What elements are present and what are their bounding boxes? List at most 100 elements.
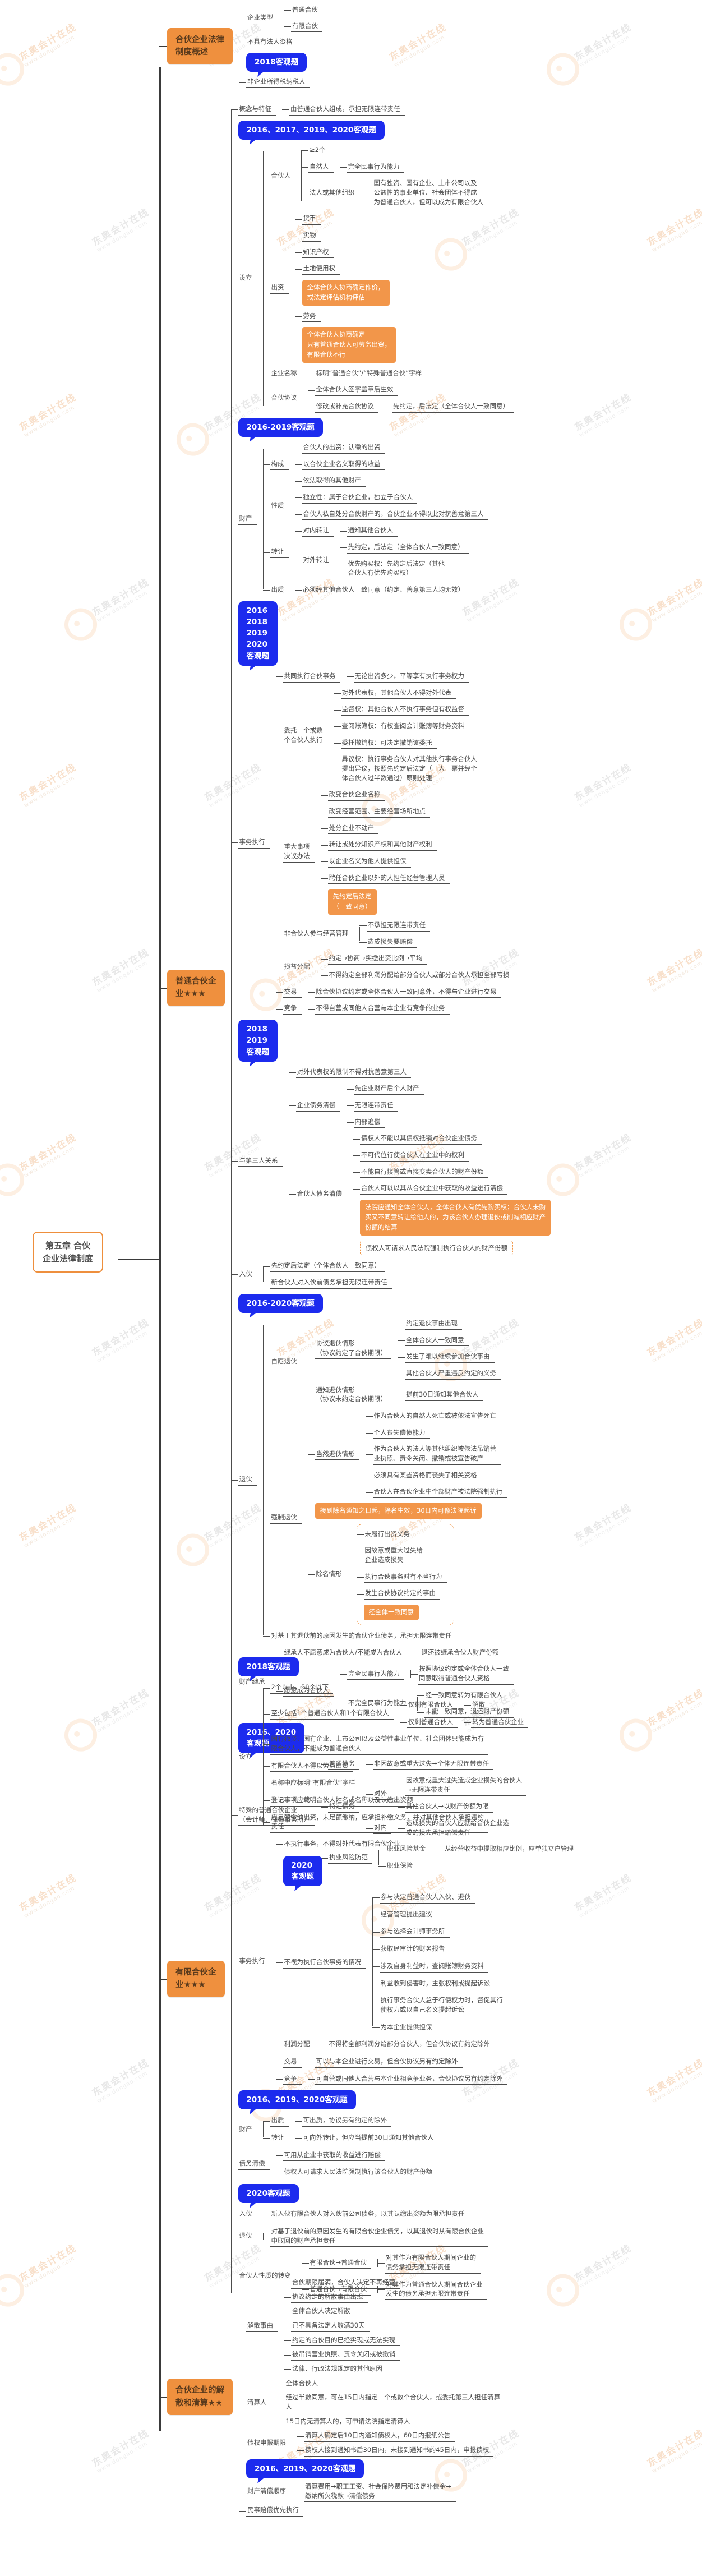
topic-node[interactable]: 约定退伙事由出现 — [405, 1318, 462, 1330]
topic-node[interactable]: 登记事项应载明合伙人姓名或名称以及认缴出资额 — [270, 1795, 418, 1807]
topic-node[interactable]: 标明“普通合伙”/“特殊普通合伙”字样 — [315, 368, 427, 380]
topic-node[interactable]: 损益分配 — [283, 961, 315, 973]
topic-node[interactable]: 对外代表权的限制不得对抗善意第三人 — [295, 1067, 411, 1079]
topic-node[interactable]: 以企业名义为他人提供担保 — [327, 856, 411, 868]
topic-node[interactable]: 除名情形 — [315, 1569, 347, 1580]
topic-node[interactable]: 共同执行合伙事务 — [283, 671, 340, 683]
topic-node[interactable]: 事务执行 — [238, 1956, 270, 1967]
topic-node[interactable]: 利益收到侵害时，主张权利或提起诉讼 — [379, 1978, 495, 1990]
topic-node[interactable]: 执行合伙事务时有不当行为 — [363, 1572, 447, 1583]
topic-node[interactable]: 全体合伙人 — [284, 2378, 322, 2390]
topic-node[interactable]: 查阅账簿权：有权查阅会计账簿等财务资料 — [340, 721, 469, 732]
topic-node[interactable]: 企业类型 — [246, 12, 278, 24]
topic-node[interactable]: 不具有法人资格 — [246, 36, 297, 49]
exam-callout[interactable]: 2016 2018 2019 2020 客观题 — [238, 601, 278, 666]
topic-node[interactable]: 转为普通合伙企业 — [471, 1717, 529, 1729]
topic-node[interactable]: 入伙 — [238, 1269, 257, 1280]
topic-node[interactable]: 从经营收益中提取相应比例，应单独立户管理 — [444, 1844, 578, 1856]
topic-node[interactable]: 涉及自身利益时，查阅账簿财务资料 — [379, 1961, 488, 1973]
topic-node[interactable]: 完全民事行为能力 — [347, 162, 404, 173]
topic-node[interactable]: 监督权：其他合伙人不执行事务但有权监督 — [340, 704, 469, 716]
topic-node[interactable]: 至少包括1个普通合伙人和1个有限合伙人 — [270, 1708, 394, 1720]
topic-node[interactable]: 财产 — [238, 2124, 257, 2136]
exam-callout[interactable]: 2018客观题 — [246, 53, 307, 72]
topic-node[interactable]: 全体合伙人签字盖章后生效 — [315, 384, 398, 397]
topic-node[interactable]: 为本企业提供担保 — [379, 2022, 437, 2034]
topic-node[interactable]: 提前30日通知其他合伙人 — [405, 1389, 483, 1401]
topic-node[interactable]: 对外 — [373, 1788, 391, 1800]
topic-node[interactable]: 独立性：属于合伙企业，独立于合伙人 — [302, 492, 417, 504]
topic-node[interactable]: 仅剩普通合伙人 — [407, 1717, 458, 1729]
topic-node[interactable]: 因故意或重大过失给 企业造成损失 — [363, 1545, 427, 1566]
topic-node[interactable]: 合伙期限届满，合伙人决定不再经营 — [291, 2277, 400, 2289]
topic-node[interactable]: 个人丧失偿债能力 — [372, 1427, 430, 1439]
topic-node[interactable]: 获取经审计的财务报告 — [379, 1943, 450, 1955]
topic-node[interactable]: 协议约定的解散事由出现 — [291, 2292, 368, 2303]
topic-node[interactable]: 合伙人的出资：认缴的出资 — [302, 442, 385, 454]
topic-node[interactable]: 对基于其退伙前的原因发生的合伙企业债务，承担无限连带责任 — [270, 1630, 456, 1642]
topic-node[interactable]: 作为合伙人的自然人死亡或被依法宣告死亡 — [372, 1411, 501, 1422]
topic-node[interactable]: 可出质，协议另有约定的除外 — [302, 2115, 391, 2127]
topic-node[interactable]: 约定的合伙目的已经实现或无法实现 — [291, 2335, 400, 2347]
topic-node[interactable]: 造成损失要赔偿 — [366, 937, 417, 948]
topic-node[interactable]: 2个以上，50个以下 — [270, 1682, 333, 1694]
topic-node[interactable]: 实物 — [302, 230, 321, 242]
topic-node[interactable]: 自然人 — [308, 162, 334, 173]
topic-node[interactable]: 入伙 — [238, 2209, 257, 2221]
topic-node[interactable]: 已不具备法定人数满30天 — [291, 2320, 370, 2332]
topic-node[interactable]: 转让或处分知识产权和其他财产权利 — [327, 839, 437, 851]
topic-node[interactable]: 对其作为有限合伙人期间企业的 债务承担无限连带责任 — [385, 2252, 481, 2274]
topic-node[interactable]: 不视为执行合伙事务的情况 — [283, 1957, 366, 1969]
exam-callout[interactable]: 2016、2019、2020客观题 — [246, 2459, 364, 2478]
topic-node[interactable]: 愿意成为合伙人 — [283, 1685, 334, 1697]
topic-node[interactable]: 未履行出资义务 — [363, 1529, 414, 1541]
topic-node[interactable]: 不执行事务，不得对外代表有限合伙企业 — [283, 1838, 405, 1850]
topic-node[interactable]: 对外转让 — [302, 555, 334, 566]
topic-node[interactable]: 清算人确定后10日内通知债权人，60日内报纸公告 — [304, 2430, 455, 2443]
topic-node[interactable]: 约定→协商→实缴出资比例→平均 — [327, 953, 427, 965]
topic-node[interactable]: 有限合伙→普通合伙 — [308, 2257, 372, 2269]
topic-node[interactable]: 企业名称 — [270, 368, 302, 380]
topic-node[interactable]: 仅剩有限合伙人 — [407, 1699, 458, 1711]
chapter-root-node[interactable]: 第五章 合伙 企业法律制度 — [33, 1232, 104, 1273]
topic-node[interactable]: 完全民事行为能力 — [347, 1669, 404, 1680]
topic-node[interactable]: 经营管理提出建议 — [379, 1909, 437, 1921]
topic-node[interactable]: 法律、行政法规规定的其他原因 — [291, 2363, 387, 2375]
topic-node[interactable]: 合伙人 — [270, 170, 295, 182]
topic-node[interactable]: 利润分配 — [283, 2039, 315, 2050]
topic-node[interactable]: 通知其他合伙人 — [347, 525, 398, 537]
topic-node[interactable]: 改变经营范围、主要经营场所地点 — [327, 806, 430, 818]
note-box[interactable]: 接到除名通知之日起，除名生效，30日内可像法院起诉 — [315, 1503, 482, 1519]
topic-node[interactable]: 不得约定全部利润分配给部分合伙人或部分合伙人承担全部亏损 — [327, 970, 514, 981]
topic-node[interactable]: 合伙人性质的转变 — [238, 2270, 295, 2283]
topic-node[interactable]: 国有独资、国有企业、上市公司以及 公益性的事业单位、社会团体不得成 为普通合伙人… — [372, 178, 488, 209]
topic-node[interactable]: 委托一个或数 个合伙人执行 — [283, 725, 327, 746]
topic-node[interactable]: 无论出资多少，平等享有执行事务权力 — [353, 671, 469, 683]
exam-callout[interactable]: 2016、2019、2020客观题 — [238, 2090, 356, 2110]
topic-node[interactable]: 异议权：执行事务合伙人对其他执行事务合伙人 提出异议，按照先约定后法定（一人一票… — [340, 754, 482, 785]
topic-node[interactable]: 全体合伙人决定解散 — [291, 2306, 355, 2318]
topic-node[interactable]: 设立 — [238, 1752, 257, 1763]
topic-node[interactable]: 企业债务清偿 — [295, 1100, 340, 1112]
exam-callout[interactable]: 2018客观题 — [238, 1657, 299, 1677]
topic-node[interactable]: 对其作为普通合伙人期间合伙企业 发生的债务承担无限连带责任 — [385, 2279, 487, 2301]
topic-node[interactable]: 按照协议约定或全体合伙人一致 同意取得普通合伙人资格 — [418, 1663, 514, 1685]
topic-node[interactable]: 执业风险防范 — [328, 1852, 372, 1864]
topic-node[interactable]: 财产 — [238, 513, 257, 525]
topic-node[interactable]: 转让 — [270, 2132, 289, 2144]
topic-node[interactable]: 劳务 — [302, 311, 321, 322]
topic-node[interactable]: 作为合伙人的法人等其他组织被依法吊销营 业执照、责令关闭、撤销或被宣告破产 — [372, 1444, 501, 1465]
topic-node[interactable]: 债务清偿 — [238, 2158, 270, 2170]
topic-node[interactable]: 合伙人在合伙企业中全部财产被法院强制执行 — [372, 1486, 507, 1498]
topic-node[interactable]: 构成 — [270, 459, 289, 471]
topic-node[interactable]: 退伙 — [238, 2231, 257, 2243]
topic-node[interactable]: 交易 — [283, 2056, 302, 2068]
exam-callout[interactable]: 2020客观题 — [238, 2184, 299, 2204]
topic-node[interactable]: 除合伙协议约定或全体合伙人一致同意外，不得与企业进行交易 — [315, 987, 501, 998]
topic-node[interactable]: 应足额缴纳出资，未足额缴纳，应承担补缴义务，并对其他合伙人承担违约 责任 — [270, 1812, 488, 1833]
topic-node[interactable]: 对外代表权，其他合伙人不得对外代表 — [340, 688, 456, 699]
topic-node[interactable]: 清算费用→职工工资、社会保险费用和法定补偿金→ 缴纳所欠税款→清偿债务 — [304, 2481, 456, 2503]
topic-node[interactable]: 当然退伙情形 — [315, 1449, 359, 1460]
topic-node[interactable]: 不能自行接管或直接变卖合伙人的财产份额 — [360, 1167, 488, 1178]
topic-node[interactable]: 经过半数同意，可在15日内指定一个或数个合伙人，或委托第三人担任清算 人 — [284, 2392, 505, 2413]
